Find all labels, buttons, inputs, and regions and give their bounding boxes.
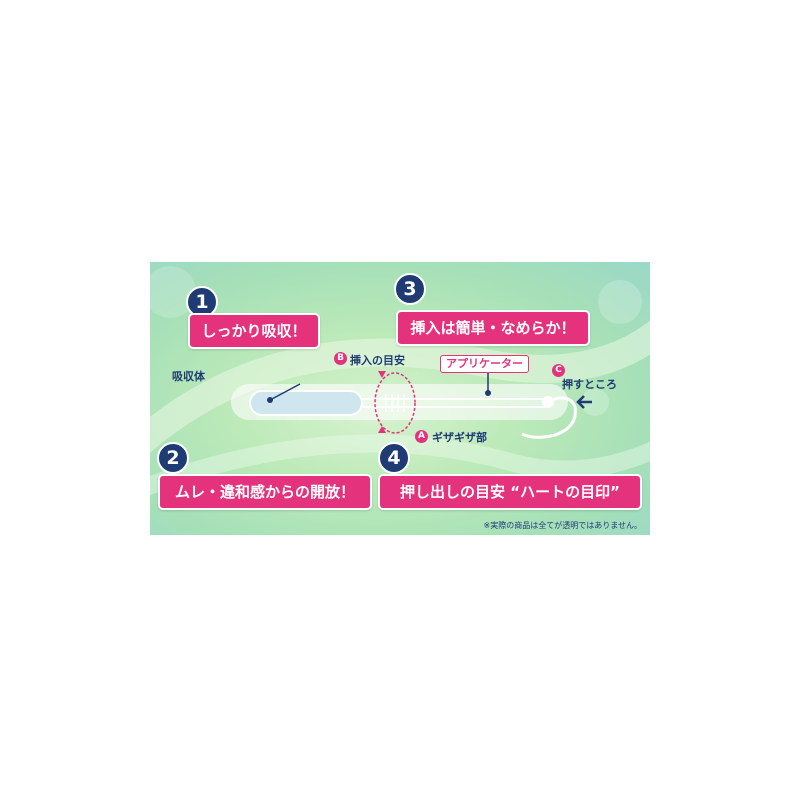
push-point-label: 押すところ — [562, 378, 617, 391]
feature-3-number: 3 — [394, 273, 426, 305]
grip-badge: A — [415, 430, 428, 443]
product-feature-panel: 1 しっかり吸収！ 3 挿入は簡単・なめらか！ 吸収体 B 挿入の目安 アプリケ… — [150, 262, 650, 535]
feature-1-label: しっかり吸収！ — [188, 313, 320, 349]
insert-guide-label: 挿入の目安 — [350, 354, 405, 367]
feature-1-number: 1 — [186, 286, 218, 318]
feature-2-number: 2 — [157, 442, 189, 474]
disclaimer-note: ※実際の商品は全てが透明ではありません。 — [483, 521, 642, 530]
feature-2-label: ムレ・違和感からの開放！ — [158, 474, 372, 510]
applicator-illustration — [231, 371, 592, 439]
applicator-label: アプリケーター — [440, 355, 529, 373]
insert-guide-badge: B — [334, 352, 347, 365]
grip-label: ギザギザ部 — [432, 431, 487, 444]
feature-4-number: 4 — [378, 442, 410, 474]
push-point-badge: C — [552, 364, 565, 377]
feature-3-label: 挿入は簡単・なめらか！ — [396, 310, 590, 346]
absorbent-label: 吸収体 — [172, 370, 205, 383]
feature-4-label: 押し出しの目安 “ハートの目印” — [378, 474, 642, 510]
